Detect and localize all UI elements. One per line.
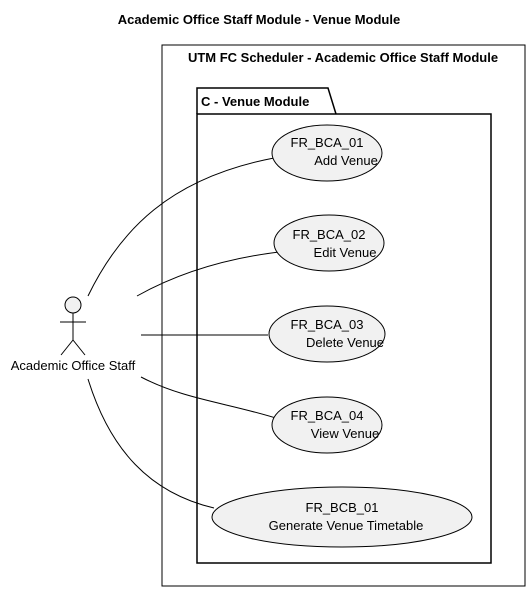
- use-case-ellipse: [271, 396, 383, 454]
- use-case-label: Add Venue: [314, 153, 378, 168]
- use-case-ellipse: [211, 486, 473, 548]
- use-case-id: FR_BCA_01: [291, 135, 364, 150]
- use-case-label: Edit Venue: [314, 245, 377, 260]
- use-case-fr-bca-01[interactable]: FR_BCA_01 Add Venue: [271, 124, 383, 182]
- use-case-label: Delete Venue: [306, 335, 384, 350]
- use-case-label: Generate Venue Timetable: [269, 518, 424, 533]
- system-title: UTM FC Scheduler - Academic Office Staff…: [188, 50, 498, 65]
- package-tab: [196, 87, 337, 115]
- use-case-id: FR_BCA_04: [291, 408, 364, 423]
- use-case-ellipse: [268, 305, 386, 363]
- use-case-fr-bca-03[interactable]: FR_BCA_03 Delete Venue: [268, 305, 386, 363]
- use-case-fr-bca-02[interactable]: FR_BCA_02 Edit Venue: [273, 214, 385, 272]
- package-title: C - Venue Module: [201, 94, 309, 109]
- association-line: [140, 376, 283, 421]
- associations: [87, 157, 283, 509]
- actor-label: Academic Office Staff: [11, 358, 136, 373]
- actor-head: [64, 296, 82, 314]
- use-case-label: View Venue: [311, 426, 379, 441]
- association-line: [87, 157, 275, 297]
- use-case-id: FR_BCA_03: [291, 317, 364, 332]
- use-case-id: FR_BCB_01: [306, 500, 379, 515]
- diagram-title: Academic Office Staff Module - Venue Mod…: [118, 12, 400, 27]
- association-line: [136, 251, 280, 297]
- use-case-fr-bcb-01[interactable]: FR_BCB_01 Generate Venue Timetable: [211, 486, 473, 548]
- use-case-fr-bca-04[interactable]: FR_BCA_04 View Venue: [271, 396, 383, 454]
- actor-right-leg: [72, 339, 86, 356]
- actor-figure: [60, 296, 86, 356]
- actor-left-leg: [60, 339, 74, 356]
- use-case-ellipse: [273, 214, 385, 272]
- use-case-ellipse: [271, 124, 383, 182]
- use-case-id: FR_BCA_02: [293, 227, 366, 242]
- association-line: [87, 378, 215, 509]
